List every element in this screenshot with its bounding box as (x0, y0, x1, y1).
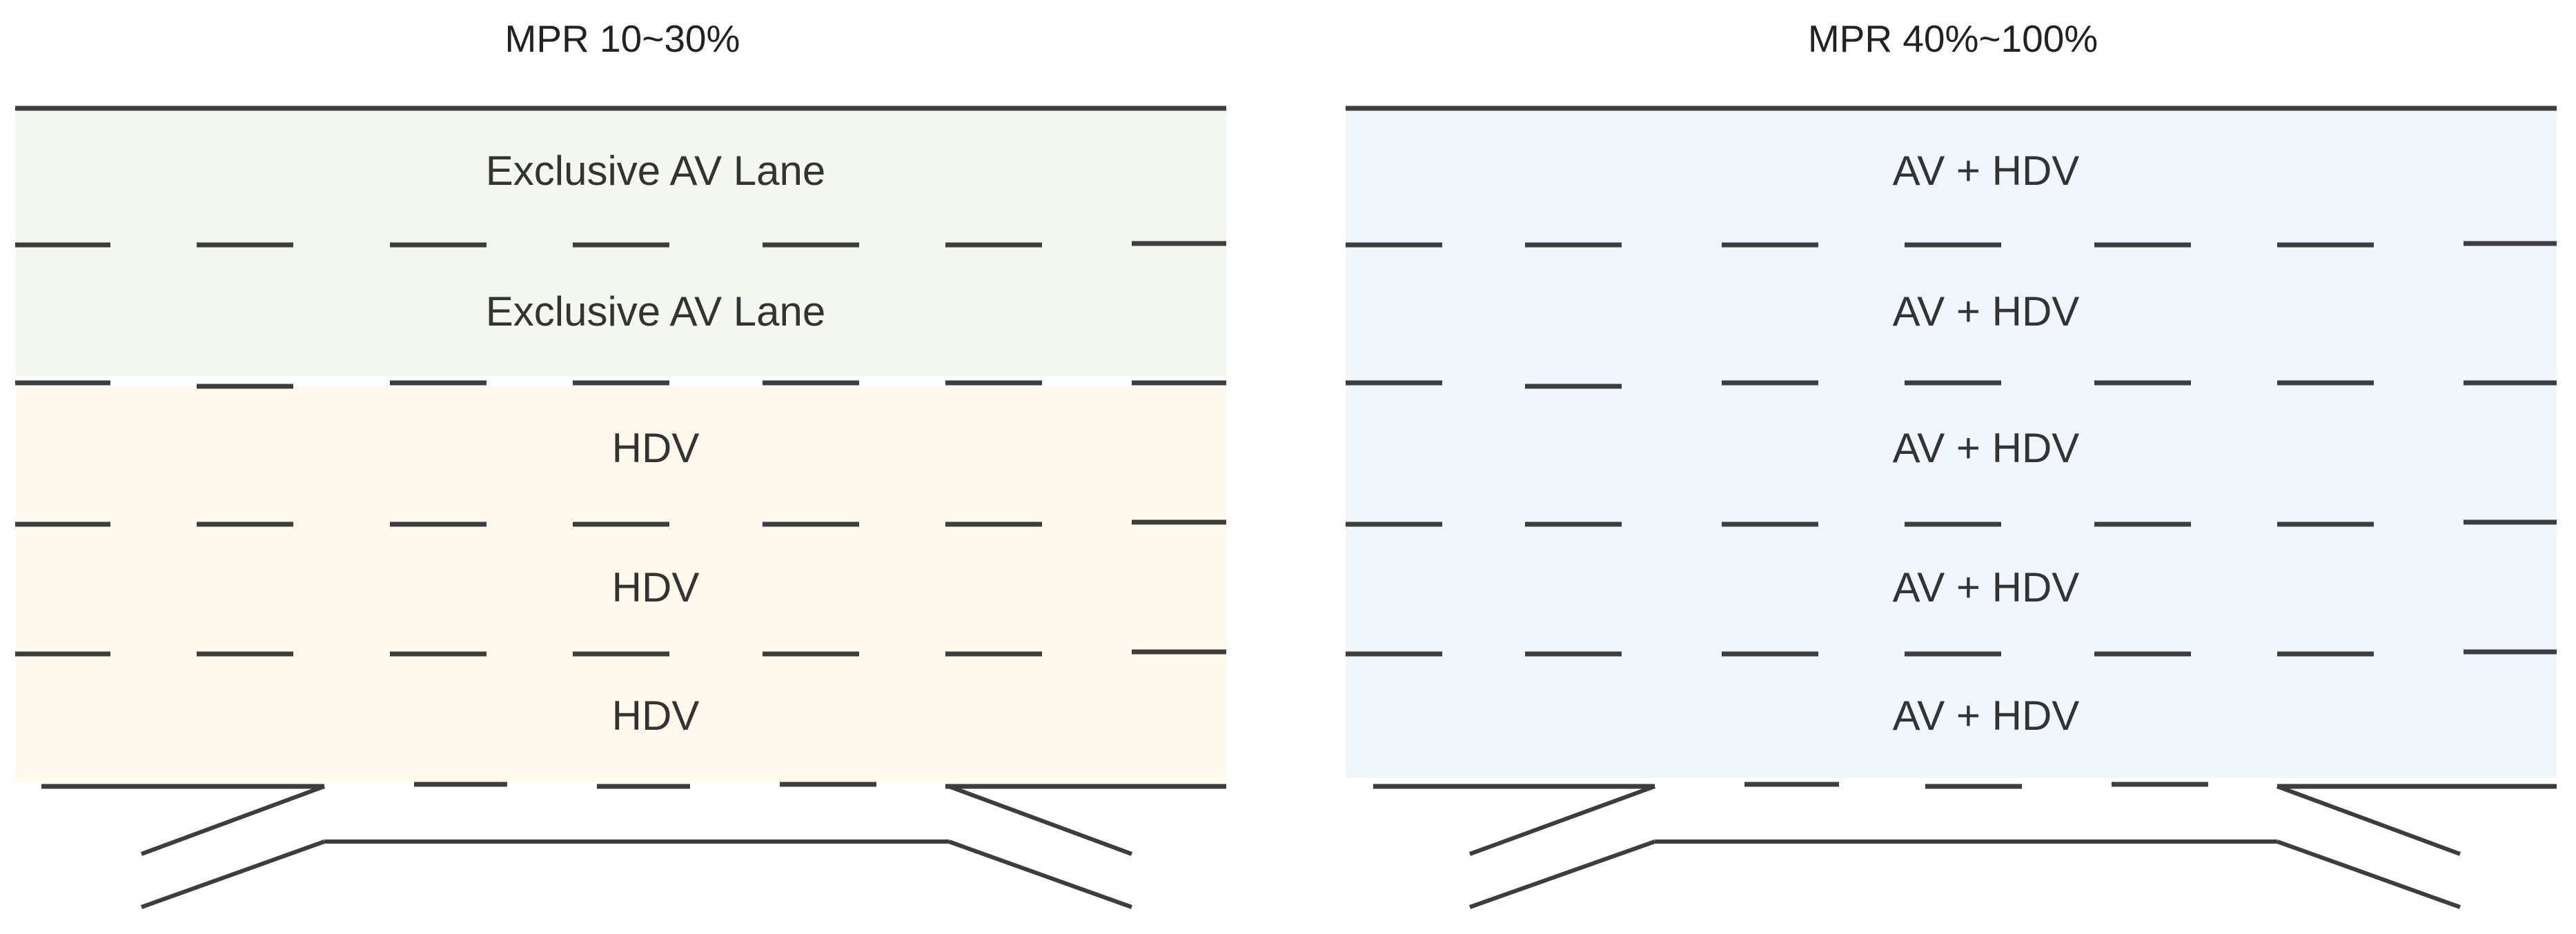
panel-left: MPR 10~30% (15, 17, 1226, 909)
lane-left-4-bg (15, 524, 1226, 654)
lane-left-4-label: HDV (612, 564, 700, 610)
lane-right-2-bg (1346, 241, 2557, 383)
interchange-ramp-left (140, 784, 1133, 909)
panel-right: MPR 40%~100% (1346, 17, 2557, 909)
lane-right-2-label: AV + HDV (1893, 288, 2080, 335)
lane-right-1-label: AV + HDV (1893, 148, 2080, 194)
lane-divider-right-4 (1346, 649, 2557, 657)
lane-divider-right-2 (1346, 380, 2557, 389)
panel-left-title: MPR 10~30% (505, 17, 740, 60)
road-edge-bottom-left (41, 782, 1226, 789)
lane-left-3-label: HDV (612, 425, 700, 471)
lane-right-5-label: AV + HDV (1893, 693, 2080, 739)
interchange-ramp-right (1468, 784, 2461, 909)
lane-left-5-bg (15, 654, 1226, 782)
lane-divider-right-1 (1346, 241, 2557, 248)
panel-right-title: MPR 40%~100% (1808, 17, 2098, 60)
lane-left-2-bg (15, 241, 1226, 376)
lane-divider-left-4 (15, 649, 1226, 657)
lane-left-2-label: Exclusive AV Lane (486, 288, 826, 335)
lane-right-5-bg (1346, 654, 2557, 778)
lane-divider-right-3 (1346, 519, 2557, 527)
lane-left-1-label: Exclusive AV Lane (486, 148, 826, 194)
lane-left-5-label: HDV (612, 693, 700, 739)
lane-right-3-label: AV + HDV (1893, 425, 2080, 471)
lane-right-4-bg (1346, 524, 2557, 654)
lane-right-4-label: AV + HDV (1893, 564, 2080, 610)
lane-divider-left-1 (15, 241, 1226, 248)
lane-left-1-bg (15, 110, 1226, 241)
lane-right-3-bg (1346, 383, 2557, 524)
lane-left-3-bg (15, 386, 1226, 524)
lane-divider-left-2 (15, 380, 1226, 389)
lane-right-1-bg (1346, 110, 2557, 241)
road-edge-bottom-right (1373, 782, 2557, 789)
lane-divider-left-3 (15, 519, 1226, 527)
